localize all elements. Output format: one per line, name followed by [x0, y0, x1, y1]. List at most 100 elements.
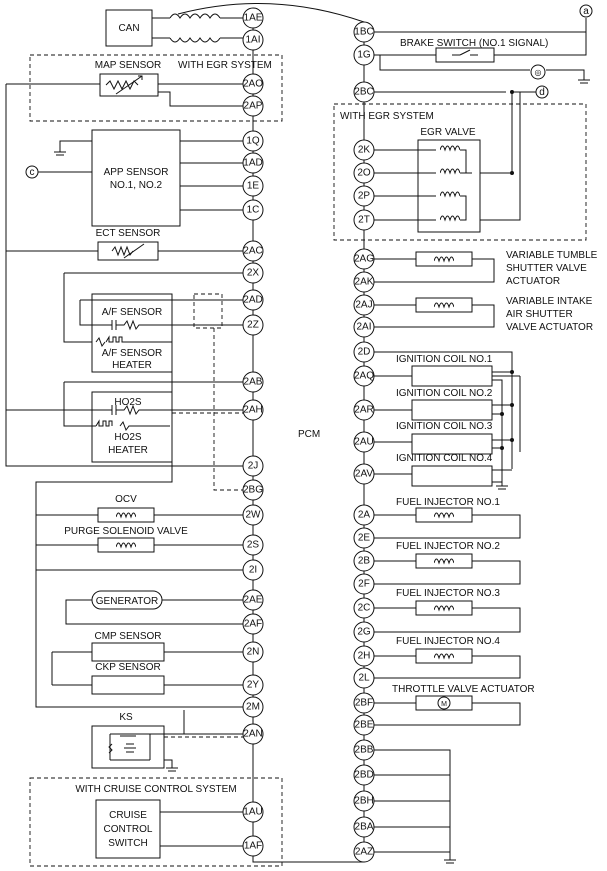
app-sensor-label-1: APP SENSOR	[104, 167, 169, 178]
map-sensor: MAP SENSOR	[5, 60, 244, 467]
pin-2n: 2N	[242, 641, 264, 663]
pin-label: 2S	[247, 540, 260, 551]
pin-2bh: 2BH	[353, 790, 375, 812]
ign-1-label: IGNITION COIL NO.1	[396, 354, 493, 365]
pin-1ad: 1AD	[242, 152, 264, 174]
egr-system-box-left	[29, 54, 283, 122]
generator-label: GENERATOR	[96, 596, 158, 607]
generator: GENERATOR	[65, 590, 244, 625]
pin-2d: 2D	[353, 341, 375, 363]
can-label: CAN	[118, 23, 139, 34]
pin-1g: 1G	[353, 44, 375, 66]
pin-label: 1AD	[243, 158, 262, 169]
pin-2ah: 2AH	[242, 399, 264, 421]
ho2s-heater-label-1: HO2S	[114, 432, 142, 443]
ect-sensor-label: ECT SENSOR	[96, 228, 161, 239]
pin-label: 2AR	[354, 405, 373, 416]
pin-2l: 2L	[353, 667, 375, 689]
ks-label: KS	[119, 712, 133, 723]
pin-label: 2BE	[355, 720, 374, 731]
cruise-label-3: SWITCH	[108, 838, 147, 849]
pin-label: 2AJ	[355, 300, 372, 311]
pin-2ad: 2AD	[242, 289, 264, 311]
pin-label: 1Q	[246, 136, 260, 147]
visv-label-2: AIR SHUTTER	[506, 309, 573, 320]
pin-2ai: 2AI	[353, 316, 375, 338]
pin-2ba: 2BA	[353, 816, 375, 838]
pin-2ag: 2AG	[353, 248, 375, 270]
pin-label: 2AG	[354, 254, 374, 265]
pin-label: 2I	[249, 565, 257, 576]
pin-label: 2AZ	[355, 847, 373, 858]
pin-2af: 2AF	[242, 613, 264, 635]
pin-label: 2Z	[247, 320, 259, 331]
cmp-sensor-label: CMP SENSOR	[94, 631, 161, 642]
pcm-bus	[252, 25, 365, 863]
pin-label: 1G	[357, 50, 371, 61]
pin-2e: 2E	[353, 527, 375, 549]
pin-label: 2AE	[244, 595, 263, 606]
connector-a: a	[579, 4, 593, 18]
motor-symbol: M	[441, 701, 447, 708]
pin-2b: 2B	[353, 550, 375, 572]
pin-label: 2X	[247, 268, 260, 279]
pin-2bc: 2BC	[353, 81, 375, 103]
pin-2ae: 2AE	[242, 589, 264, 611]
pin-1ai: 1AI	[242, 29, 264, 51]
tva-label: THROTTLE VALVE ACTUATOR	[392, 684, 535, 695]
visv-label-1: VARIABLE INTAKE	[506, 296, 593, 307]
pin-2j: 2J	[242, 455, 264, 477]
pin-label: 2AC	[243, 246, 262, 257]
knock-sensor: KS	[91, 710, 244, 772]
pin-label: 1C	[247, 205, 260, 216]
vtsv-label-1: VARIABLE TUMBLE	[506, 250, 598, 261]
pin-label: 2J	[248, 461, 259, 472]
pin-label: 2AI	[356, 322, 371, 333]
pin-label: 1AI	[245, 35, 260, 46]
pin-1au: 1AU	[242, 801, 264, 823]
pin-label: 1E	[247, 181, 260, 192]
ign-3-label: IGNITION COIL NO.3	[396, 421, 493, 432]
inj-2-label: FUEL INJECTOR NO.2	[396, 541, 500, 552]
pin-2t: 2T	[353, 209, 375, 231]
vtsv-label-3: ACTUATOR	[506, 276, 560, 287]
brake-switch: BRAKE SWITCH (NO.1 SIGNAL) ◎	[373, 18, 590, 94]
pin-label: 2BH	[354, 796, 373, 807]
pin-label: 2G	[357, 627, 371, 638]
pin-label: 2W	[246, 510, 262, 521]
pin-2y: 2Y	[242, 674, 264, 696]
app-sensor: APP SENSOR NO.1, NO.2	[38, 129, 244, 227]
pin-2aj: 2AJ	[353, 294, 375, 316]
purge-solenoid-valve: PURGE SOLENOID VALVE	[36, 526, 244, 553]
cruise-control-switch: CRUISE CONTROL SWITCH	[95, 799, 244, 859]
pin-label: 2AO	[243, 79, 263, 90]
pin-label: 2AF	[244, 619, 262, 630]
pcm-left-pins: 1AE1AI2AO2AP1Q1AD1E1C2AC2X2AD2Z2AB2AH2J2…	[242, 7, 264, 857]
pin-label: 2BB	[355, 745, 374, 756]
pin-1e: 1E	[242, 175, 264, 197]
connector-c-label: c	[30, 167, 35, 178]
ocv-label: OCV	[115, 494, 137, 505]
visv-label-3: VALVE ACTUATOR	[506, 322, 593, 333]
pin-2bf: 2BF	[353, 692, 375, 714]
pin-2az: 2AZ	[353, 841, 375, 863]
pin-label: 2K	[358, 145, 371, 156]
pin-1q: 1Q	[242, 130, 264, 152]
pin-2s: 2S	[242, 534, 264, 556]
ho2s-heater-label-2: HEATER	[108, 445, 148, 456]
pin-2o: 2O	[353, 162, 375, 184]
af-heater-label-2: HEATER	[112, 360, 152, 371]
pin-1ae: 1AE	[242, 7, 264, 29]
cruise-system-box	[29, 777, 283, 867]
inj-1-label: FUEL INJECTOR NO.1	[396, 497, 500, 508]
inj-3-label: FUEL INJECTOR NO.3	[396, 588, 500, 599]
connector-c: c	[25, 165, 39, 179]
can-block: CAN	[105, 3, 365, 47]
pin-label: 1AF	[244, 841, 262, 852]
cmp-sensor: CMP SENSOR	[52, 631, 244, 662]
pin-label: 2L	[358, 673, 370, 684]
egr-system-box-right	[333, 103, 587, 241]
pin-label: 2AQ	[354, 371, 374, 382]
pin-2k: 2K	[353, 139, 375, 161]
pcm-label: PCM	[298, 429, 320, 440]
